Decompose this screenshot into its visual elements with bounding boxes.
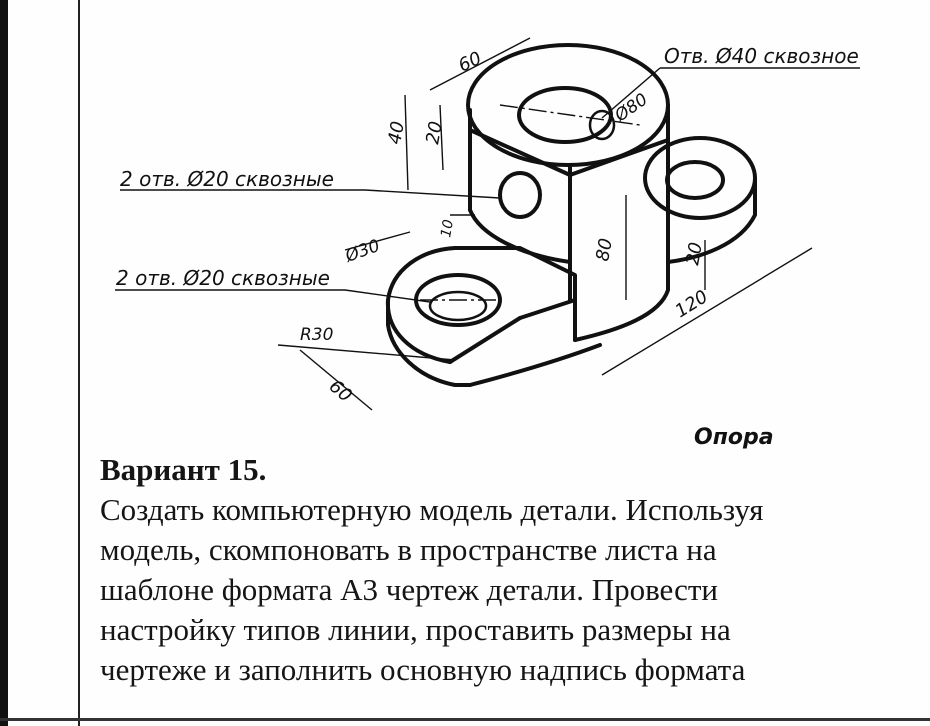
page-edge-border bbox=[0, 0, 8, 726]
task-line: шаблоне формата А3 чертеж детали. Провес… bbox=[100, 572, 718, 607]
drawing-title: Опора bbox=[694, 425, 774, 450]
bottom-border bbox=[0, 718, 930, 721]
callout-holes-20-lower: 2 отв. Ø20 сквозные bbox=[116, 266, 330, 290]
side-hole bbox=[498, 109, 616, 219]
task-line: модель, скомпоновать в пространстве лист… bbox=[100, 532, 717, 567]
dim-20-left: 20 bbox=[422, 120, 447, 146]
center-lines bbox=[420, 104, 641, 301]
dim-30-diameter: Ø30 bbox=[342, 236, 383, 267]
dim-20-right: 20 bbox=[682, 241, 707, 267]
dim-60-top: 60 bbox=[455, 48, 485, 77]
dim-40: 40 bbox=[384, 120, 409, 146]
base-plate bbox=[385, 246, 602, 387]
task-line: чертеже и заполнить основную надпись фор… bbox=[100, 652, 746, 687]
dim-r30: R30 bbox=[300, 325, 333, 345]
callout-hole-40: Отв. Ø40 сквозное bbox=[664, 44, 859, 68]
variant-title: Вариант 15. bbox=[100, 452, 267, 487]
isometric-drawing: 60 40 20 Ø80 10 Ø30 80 20 120 R30 60 Отв… bbox=[115, 37, 860, 450]
task-text: Создать компьютерную модель детали. Испо… bbox=[100, 490, 926, 690]
dim-120: 120 bbox=[672, 286, 712, 322]
dim-80: 80 bbox=[592, 237, 617, 263]
task-line: Создать компьютерную модель детали. Испо… bbox=[100, 492, 764, 527]
dim-10: 10 bbox=[438, 218, 457, 238]
right-lug bbox=[643, 136, 757, 264]
dim-60-bottom: 60 bbox=[325, 376, 356, 407]
task-line: настройку типов линии, проставить размер… bbox=[100, 612, 731, 647]
dimension-lines bbox=[115, 37, 860, 411]
margin-line bbox=[78, 0, 80, 726]
callout-holes-20-upper: 2 отв. Ø20 сквозные bbox=[120, 167, 334, 191]
task-description: Вариант 15. Создать компьютерную модель … bbox=[100, 452, 926, 690]
